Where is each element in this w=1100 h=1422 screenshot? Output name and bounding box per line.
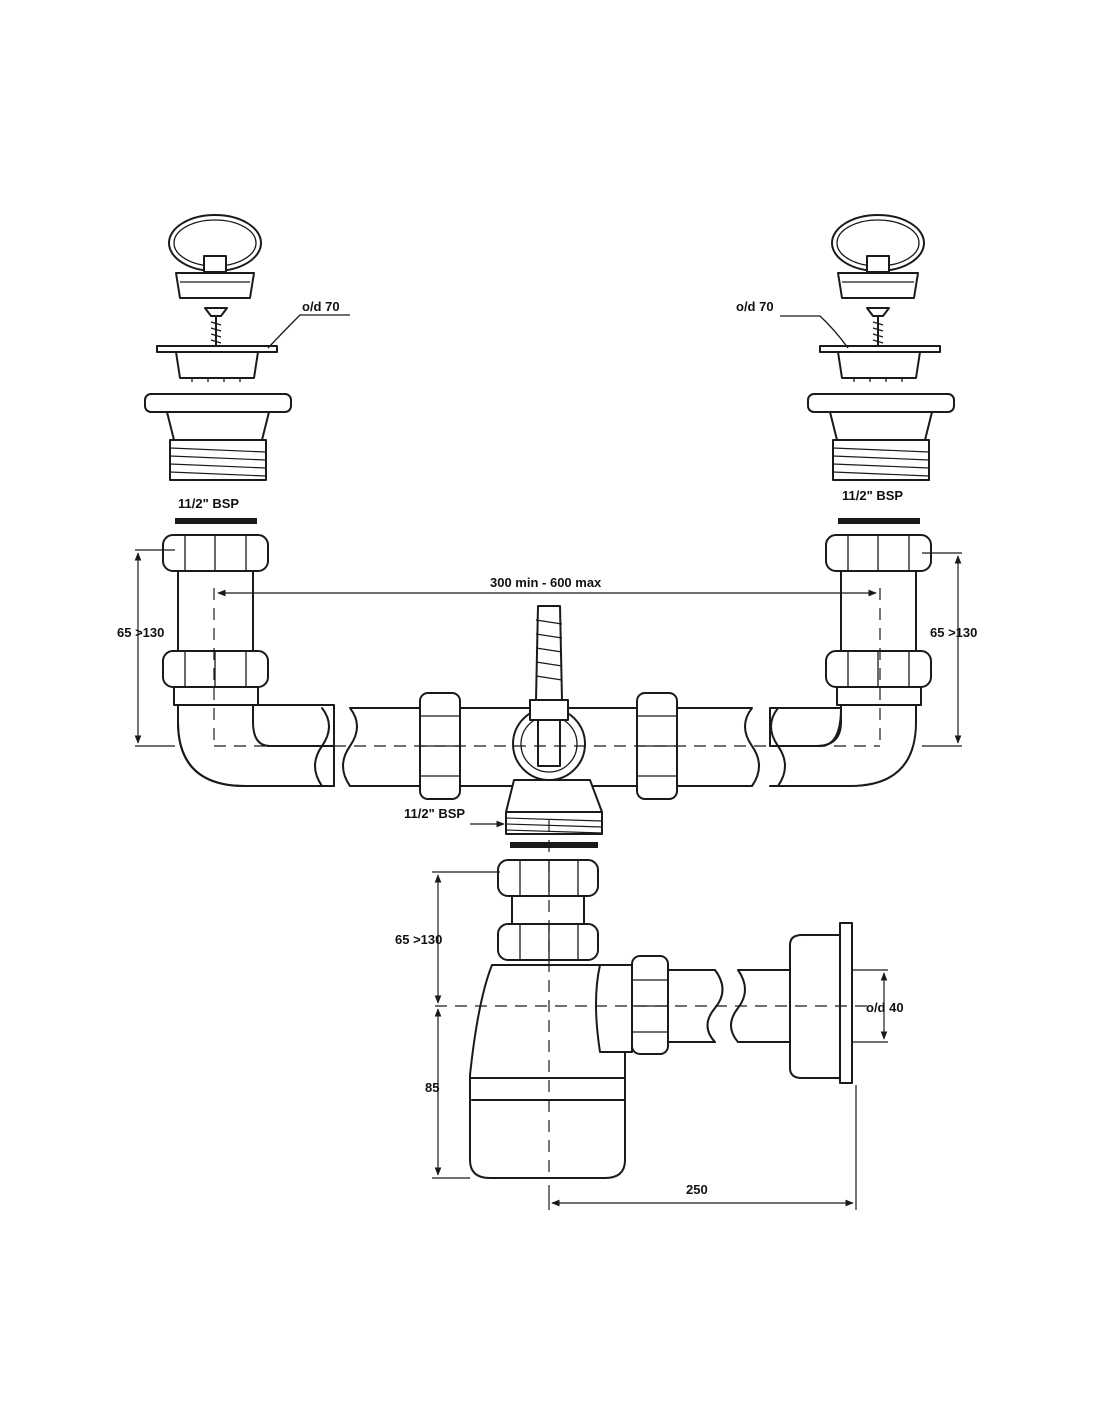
span-dimension-label: 300 min - 600 max [490, 575, 602, 590]
centre-lines [213, 588, 881, 1180]
left-od70-label: o/d 70 [302, 299, 340, 314]
left-cross-pipe-icon [342, 707, 426, 787]
dimensions: 300 min - 600 max 65 >130 65 >130 65 >13… [117, 549, 977, 1210]
left-washer-icon [175, 518, 257, 524]
right-washer-icon [838, 518, 920, 524]
right-waste-thread-icon [832, 439, 930, 481]
left-strainer-flange-icon [156, 345, 278, 353]
right-plug-icon [837, 272, 919, 299]
centre-bsp-label: 11/2" BSP [404, 806, 465, 821]
tee-outlet-thread-icon [505, 811, 603, 835]
wall-plate-icon [839, 922, 853, 1084]
wall-outlet [730, 922, 853, 1084]
left-waste-thread-icon [169, 439, 267, 481]
right-strainer-flange-icon [819, 345, 941, 353]
left-bsp-label: 11/2" BSP [178, 496, 239, 511]
left-waste-flange-icon [144, 393, 292, 413]
trap-height-label: 65 >130 [395, 932, 442, 947]
bottle-trap [469, 859, 724, 1179]
outlet-length-label: 250 [686, 1182, 708, 1197]
right-tail-pipe [769, 534, 932, 787]
left-screw-icon [204, 307, 228, 317]
trap-upper-nut-icon [497, 859, 599, 897]
left-height-label: 65 >130 [117, 625, 164, 640]
trap-outlet-nut-icon [631, 955, 669, 1055]
trap-depth-label: 85 [425, 1080, 439, 1095]
right-waste-flange-icon [807, 393, 955, 413]
right-strainer-basket-icon [837, 351, 921, 379]
right-strainer-assembly: o/d 70 11/2" BSP [736, 214, 955, 524]
right-screw-icon [866, 307, 890, 317]
od40-label: o/d 40 [866, 1000, 904, 1015]
trap-washer-icon [510, 842, 598, 848]
right-cross-pipe-icon [676, 707, 760, 787]
right-bsp-label: 11/2" BSP [842, 488, 903, 503]
right-height-label: 65 >130 [930, 625, 977, 640]
left-strainer-assembly: o/d 70 11/2" BSP [144, 214, 350, 524]
trap-body-icon [469, 964, 626, 1179]
trap-lower-nut-icon [497, 923, 599, 961]
left-tail-pipe [162, 534, 335, 787]
right-od70-label: o/d 70 [736, 299, 774, 314]
left-strainer-basket-icon [175, 351, 259, 379]
left-plug-icon [175, 272, 255, 299]
